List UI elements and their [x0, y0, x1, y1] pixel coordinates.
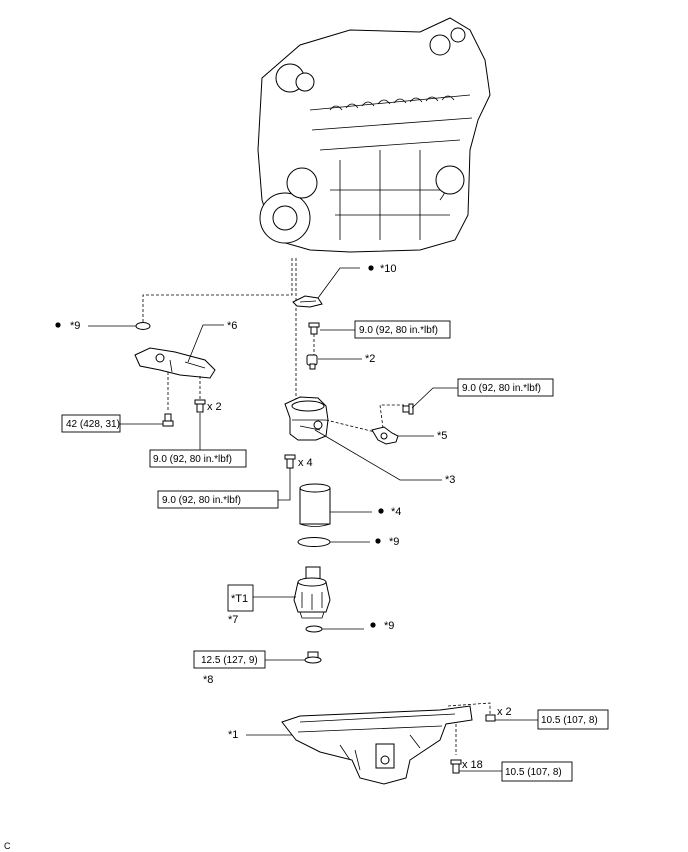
sensor-bolt — [402, 403, 414, 415]
callout-9-mid: *9 — [389, 536, 399, 548]
oil-bracket-6 — [134, 347, 216, 379]
o-ring-9-low — [305, 625, 323, 633]
callout-6: *6 — [227, 320, 237, 332]
callout-10: *10 — [380, 263, 397, 275]
torque-pan-bolt: 10.5 (107, 8) — [505, 767, 562, 778]
oil-pan-1 — [281, 705, 473, 785]
qty-pan-nuts: x 2 — [497, 706, 512, 718]
non-reusable-dot-icon — [55, 322, 61, 328]
oil-pressure-switch-2 — [306, 354, 318, 370]
callout-9-low: *9 — [384, 620, 394, 632]
non-reusable-dot-icon — [375, 538, 381, 544]
callout-4: *4 — [391, 506, 401, 518]
callout-1: *1 — [228, 729, 238, 741]
bolt-42 — [162, 413, 174, 427]
drain-plug-8 — [304, 651, 322, 664]
non-reusable-dot-icon — [370, 622, 376, 628]
non-reusable-dot-icon — [378, 508, 384, 514]
oil-filter-element-4 — [299, 483, 331, 527]
o-ring-9-mid — [297, 537, 331, 547]
qty-bracket-bolts: x 2 — [207, 401, 222, 413]
qty-pan-bolts: x 18 — [462, 759, 483, 771]
bolt-housing-x4 — [284, 454, 296, 469]
oil-filter-cap-7 — [293, 566, 331, 619]
pan-nut-x2 — [485, 714, 496, 722]
callout-7: *7 — [228, 614, 238, 626]
torque-drain: 12.5 (127, 9) — [201, 655, 258, 666]
pan-bolt-x18 — [450, 759, 462, 774]
engine-leader-left — [142, 258, 293, 322]
non-reusable-dot-icon — [368, 265, 374, 271]
callout-2: *2 — [365, 353, 375, 365]
bolt-bracket-x2 — [194, 399, 206, 413]
qty-housing-bolts: x 4 — [298, 457, 313, 469]
torque-pan-nut: 10.5 (107, 8) — [541, 715, 598, 726]
o-ring-9-top — [135, 322, 151, 330]
engine-assembly-illustration — [257, 17, 491, 253]
oil-level-sensor-5 — [371, 426, 399, 445]
tool-t1: *T1 — [231, 593, 248, 605]
union-bolt — [308, 322, 320, 335]
torque-union: 9.0 (92, 80 in.*lbf) — [359, 325, 438, 336]
corner-mark: C — [4, 841, 11, 851]
callout-3: *3 — [445, 474, 455, 486]
oil-filter-housing-3 — [284, 396, 329, 441]
torque-housing: 9.0 (92, 80 in.*lbf) — [162, 495, 241, 506]
callout-9-top: *9 — [70, 320, 80, 332]
gasket-10 — [292, 295, 323, 308]
torque-bracket-bolts-2: 9.0 (92, 80 in.*lbf) — [153, 454, 232, 465]
callout-8: *8 — [203, 674, 213, 686]
callout-5: *5 — [437, 430, 447, 442]
torque-bracket-bolt: 42 (428, 31) — [66, 419, 120, 430]
torque-sensor: 9.0 (92, 80 in.*lbf) — [462, 383, 541, 394]
